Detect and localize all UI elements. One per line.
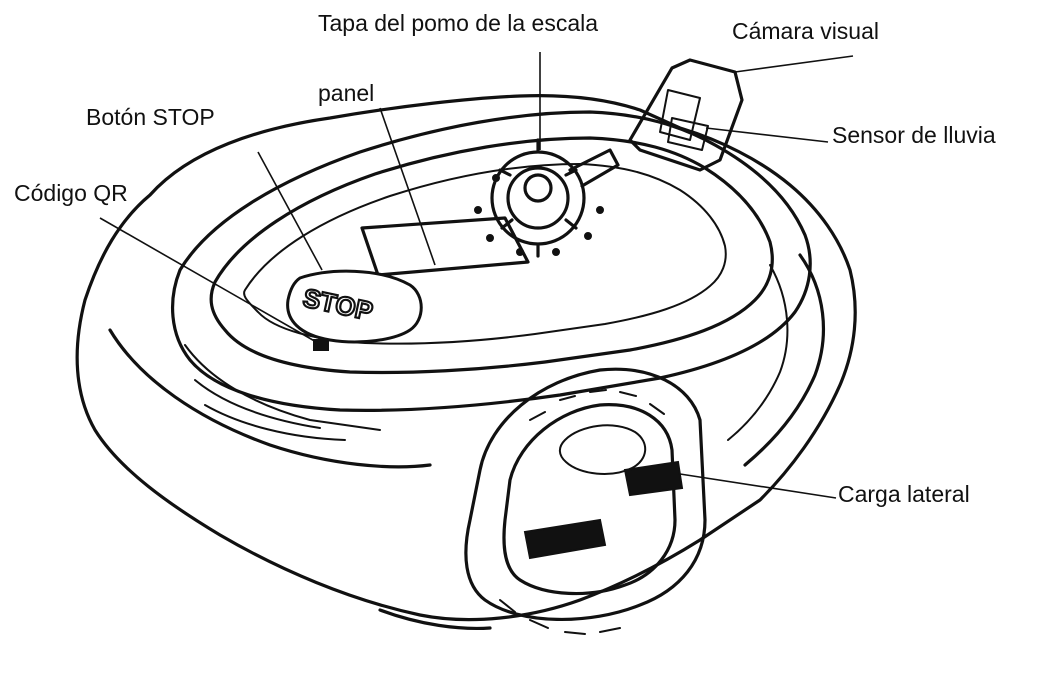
leader-boton [257,151,323,271]
leader-carga [679,473,837,499]
charge-contact-1 [523,518,607,560]
mower-body-outline [75,94,857,622]
wheel-inner [502,403,677,596]
knob-dots [474,174,604,256]
wheel-hub [558,424,647,475]
front-bumper [108,328,432,469]
top-shell-inner [209,136,774,375]
label-codigo-qr: Código QR [14,180,128,206]
rain-sensor-block [667,117,709,151]
qr-code-marker [313,339,329,351]
display-panel [360,216,530,277]
charge-contact-2 [623,460,684,497]
label-camara-visual: Cámara visual [732,18,879,44]
front-grille-3 [204,404,346,441]
camera-lens-block [659,89,701,141]
knob-teeth [498,138,578,258]
side-panel-right [743,253,825,467]
label-boton-stop: Botón STOP [86,104,215,130]
leader-panel [379,107,436,266]
wheel-tread [499,389,665,635]
leader-codigo [99,217,319,344]
knob-ring [490,150,586,246]
leader-sensor [705,127,829,143]
camera-post [628,58,744,172]
wheel-housing [464,367,707,622]
side-panel-right-inner [727,264,789,441]
leader-camara [734,55,854,73]
label-tapa-pomo: Tapa del pomo de la escala [318,10,599,36]
knob-arm [568,148,620,188]
stop-button-shape [286,269,423,344]
label-panel: panel [318,80,375,106]
label-sensor-lluvia: Sensor de lluvia [832,122,996,148]
top-shell-outer [170,110,812,412]
rear-trim [378,608,492,630]
knob-cap [523,173,553,203]
label-carga-lateral: Carga lateral [838,481,970,507]
front-grille-1 [184,344,381,431]
front-grille-2 [194,379,321,429]
knob-body [506,166,570,230]
